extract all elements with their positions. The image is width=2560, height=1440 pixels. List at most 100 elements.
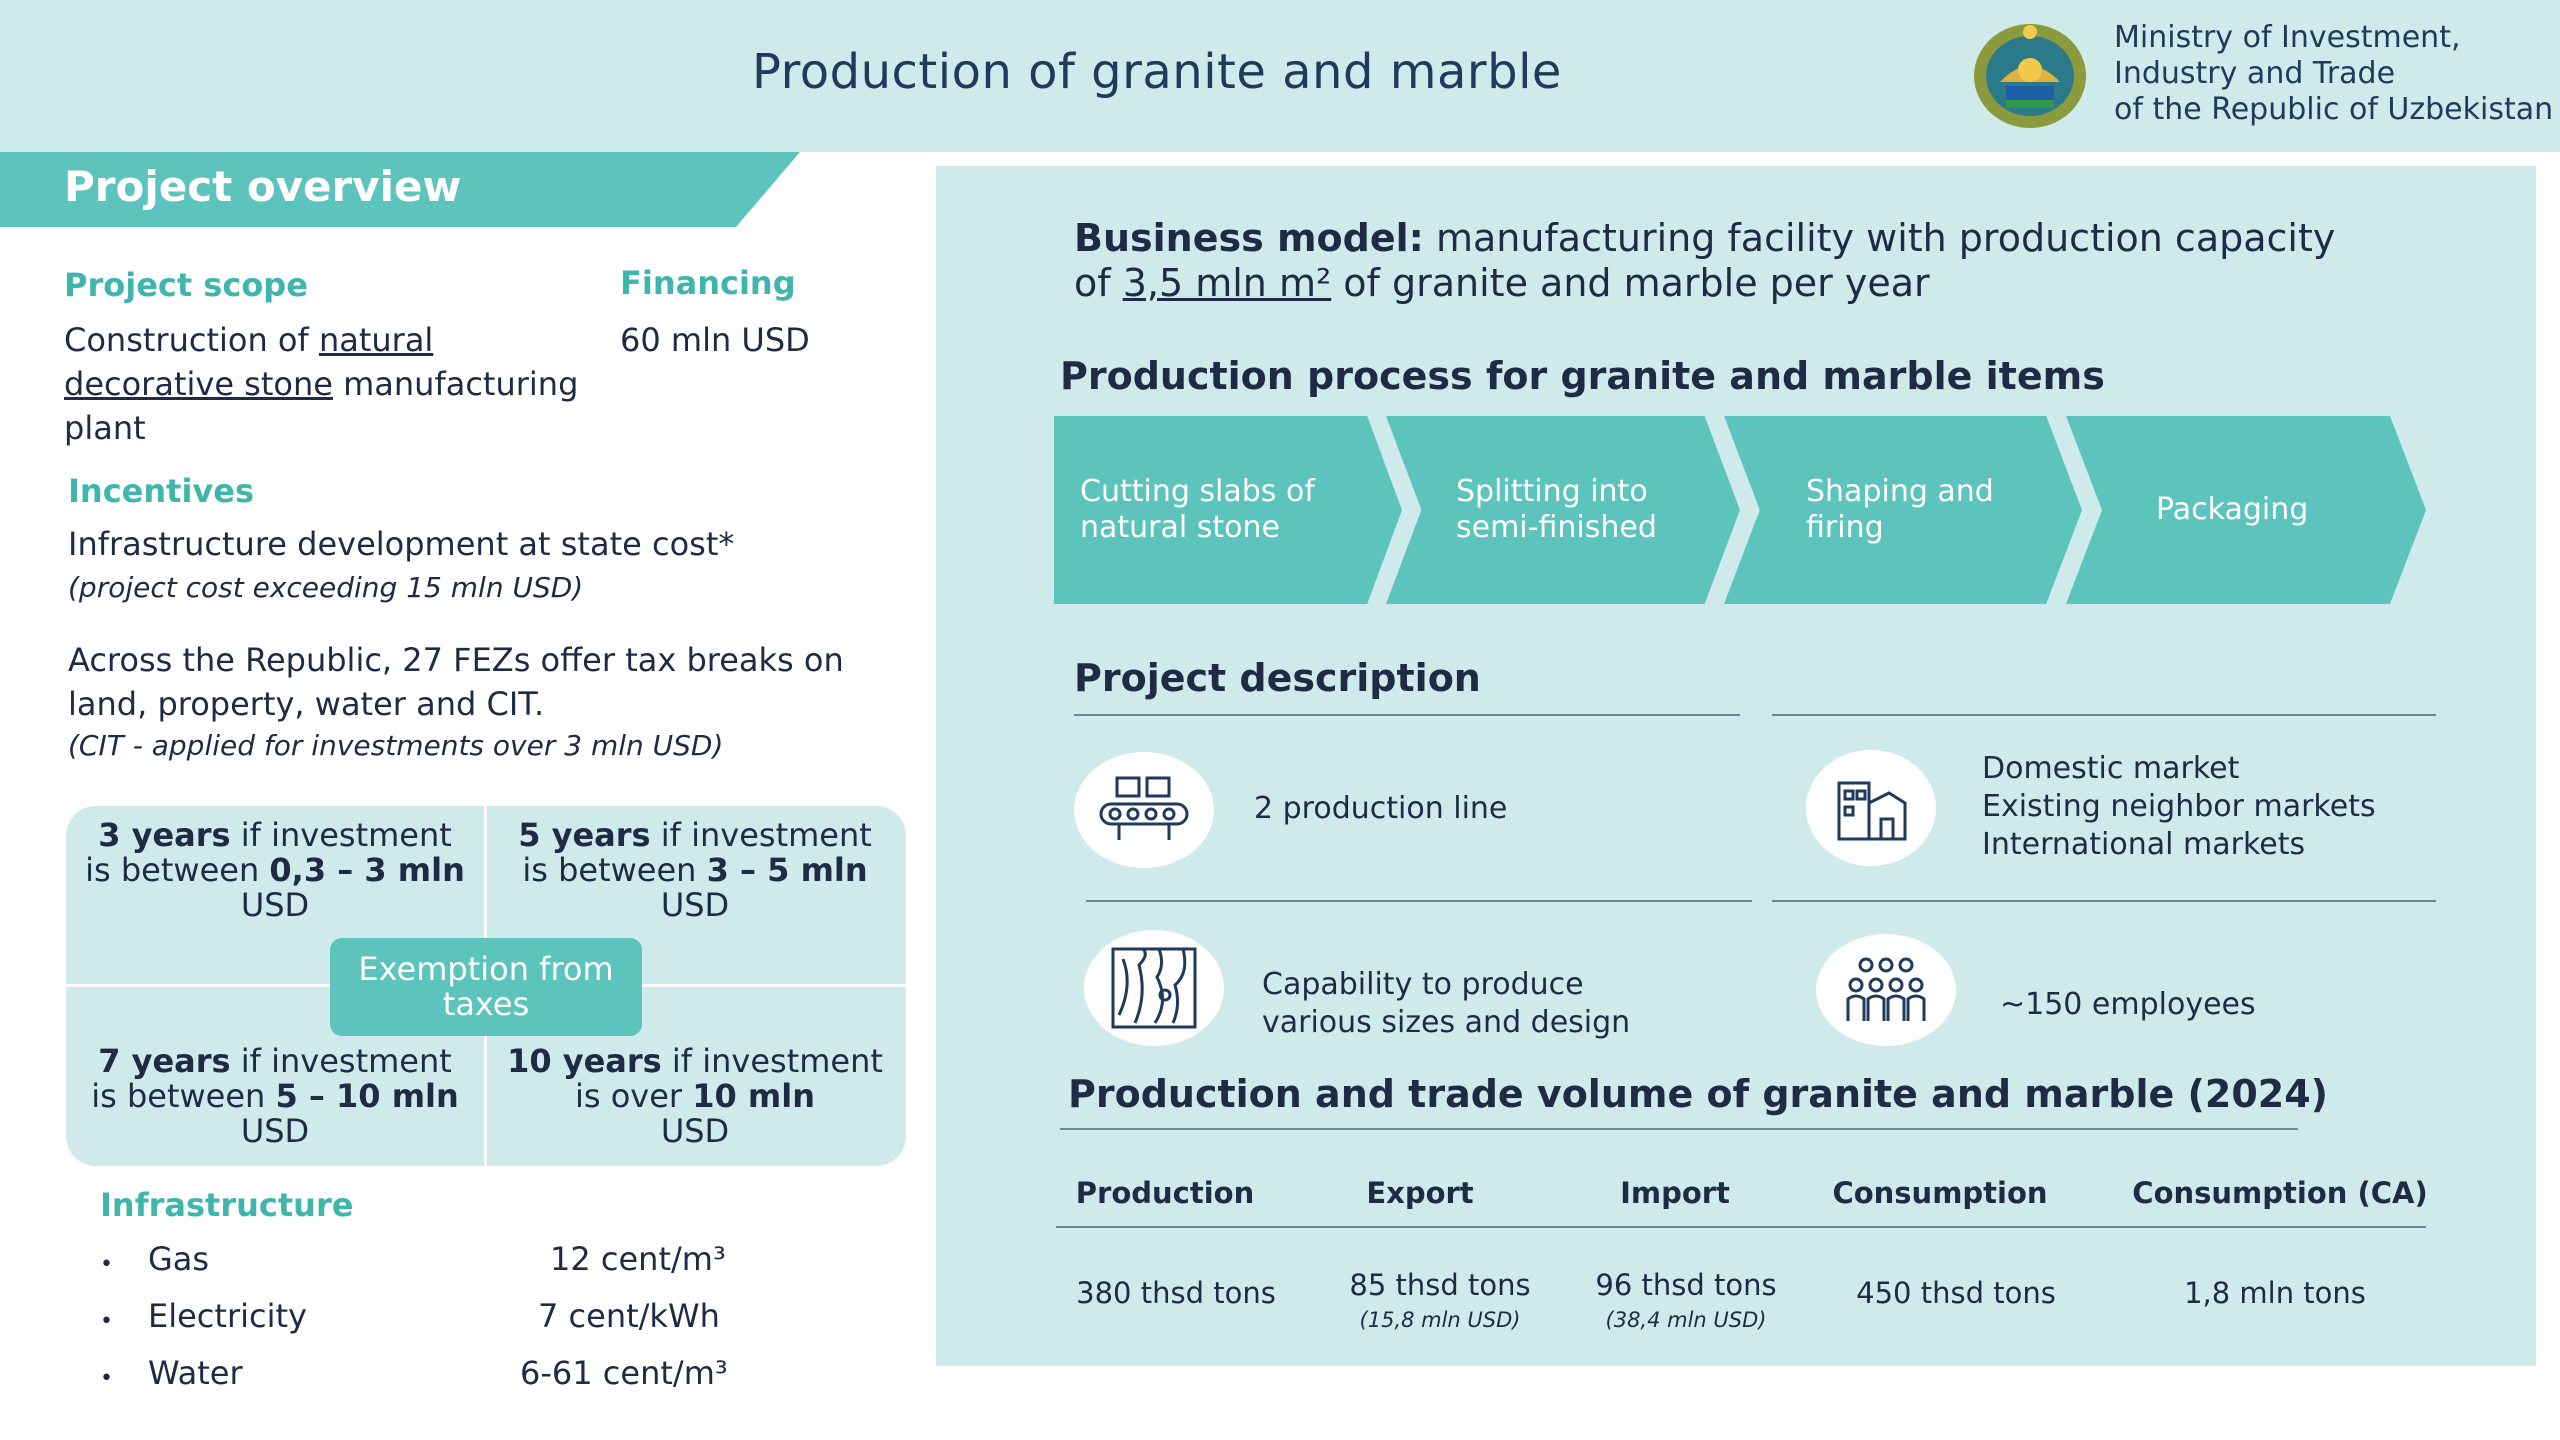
cell-years: 5 years: [518, 816, 651, 854]
bullet-icon: •: [100, 1309, 113, 1334]
step-line-1: Packaging: [2156, 492, 2309, 527]
project-scope-heading: Project scope: [64, 266, 308, 304]
divider: [1074, 714, 1740, 716]
divider: [1772, 900, 2436, 902]
project-overview-title: Project overview: [64, 162, 462, 211]
incentive-1-note: (project cost exceeding 15 mln USD): [68, 571, 584, 604]
infrastructure-heading: Infrastructure: [100, 1186, 354, 1224]
divider: [1060, 1128, 2298, 1130]
financing-heading: Financing: [620, 264, 796, 302]
employees-text: ~150 employees: [2000, 987, 2256, 1022]
exemption-cell-5-years: 5 years if investment is between 3 – 5 m…: [490, 818, 900, 923]
markets-list: Domestic market Existing neighbor market…: [1982, 750, 2376, 864]
business-model-label: Business model:: [1074, 216, 1424, 260]
incentive-2-line-2: land, property, water and CIT.: [68, 685, 545, 723]
production-lines-text: 2 production line: [1254, 791, 1508, 826]
exemption-from-taxes-label: Exemption from taxes: [330, 938, 642, 1036]
trade-volume-heading: Production and trade volume of granite a…: [1068, 1072, 2329, 1116]
ministry-line-2: Industry and Trade: [2114, 56, 2396, 91]
scope-link-1: natural: [318, 321, 434, 359]
divider: [1086, 900, 1752, 902]
project-description-heading: Project description: [1074, 656, 1481, 700]
cell-pre: is between: [522, 851, 707, 889]
infra-water-value: 6-61 cent/m³: [520, 1354, 728, 1392]
market-domestic: Domestic market: [1982, 751, 2240, 786]
cell-unit: USD: [660, 1112, 730, 1150]
capability-text: Capability to produce various sizes and …: [1262, 966, 1630, 1042]
business-model-post: of granite and marble per year: [1331, 261, 1930, 305]
col-consumption-ca-header: Consumption (CA): [2132, 1176, 2428, 1210]
cell-range: 3 – 5 mln: [706, 851, 868, 889]
market-international: International markets: [1982, 827, 2306, 862]
employees-group-icon: [1816, 934, 1956, 1046]
scope-link-2: decorative stone: [64, 365, 333, 403]
cell-mid: if investment: [230, 1042, 452, 1080]
cell-unit: USD: [240, 886, 310, 924]
import-usd: (38,4 mln USD): [1605, 1308, 1767, 1332]
cell-range: 10 mln: [692, 1077, 816, 1115]
cell-mid: if investment: [650, 816, 872, 854]
infra-electricity-label: Electricity: [148, 1297, 307, 1335]
capability-line-2: various sizes and design: [1262, 1005, 1631, 1040]
production-value: 380 thsd tons: [1076, 1276, 1276, 1310]
state-emblem-icon: [1970, 20, 2090, 132]
col-consumption-header: Consumption: [1832, 1176, 2048, 1210]
scope-last: plant: [64, 409, 146, 447]
incentive-2-line-1: Across the Republic, 27 FEZs offer tax b…: [68, 641, 844, 679]
business-model-pre: of: [1074, 261, 1123, 305]
marble-texture-icon: [1084, 930, 1224, 1046]
cell-years: 7 years: [98, 1042, 231, 1080]
step-line-2: firing: [1806, 510, 1884, 545]
business-model-text-1: manufacturing facility with production c…: [1423, 216, 2336, 260]
cell-range: 5 – 10 mln: [275, 1077, 459, 1115]
cell-pre: is over: [574, 1077, 693, 1115]
conveyor-line-icon: [1074, 752, 1214, 868]
header-bar: [0, 0, 2560, 152]
process-step-4: Packaging: [2066, 416, 2426, 604]
divider: [1772, 714, 2436, 716]
export-value: 85 thsd tons: [1349, 1268, 1531, 1302]
col-export-header: Export: [1366, 1176, 1474, 1210]
cell-years: 10 years: [507, 1042, 662, 1080]
business-model: Business model: manufacturing facility w…: [1074, 216, 2374, 306]
step-line-2: semi-finished: [1456, 510, 1657, 545]
consumption-ca-value: 1,8 mln tons: [2184, 1276, 2366, 1310]
business-model-capacity: 3,5 mln m²: [1122, 261, 1332, 305]
infra-water-label: Water: [148, 1354, 243, 1392]
capability-line-1: Capability to produce: [1262, 967, 1584, 1002]
exemption-cell-3-years: 3 years if investment is between 0,3 – 3…: [70, 818, 480, 923]
financing-value: 60 mln USD: [620, 321, 810, 359]
process-heading: Production process for granite and marbl…: [1060, 354, 2105, 398]
cell-mid: if investment: [661, 1042, 883, 1080]
project-overview-banner: [0, 152, 800, 227]
ministry-line-1: Ministry of Investment,: [2114, 20, 2461, 55]
exemption-cell-10-years: 10 years if investment is over 10 mln US…: [490, 1044, 900, 1149]
incentive-2-note: (CIT - applied for investments over 3 ml…: [68, 729, 724, 762]
cell-pre: is between: [91, 1077, 276, 1115]
ministry-line-3: of the Republic of Uzbekistan: [2114, 92, 2554, 127]
bullet-icon: •: [100, 1366, 113, 1391]
cell-range: 0,3 – 3 mln: [269, 851, 465, 889]
cell-unit: USD: [660, 886, 730, 924]
incentives-heading: Incentives: [68, 472, 255, 510]
page-title: Production of granite and marble: [752, 44, 1562, 100]
import-value: 96 thsd tons: [1595, 1268, 1777, 1302]
step-line-2: natural stone: [1080, 510, 1280, 545]
export-usd: (15,8 mln USD): [1359, 1308, 1521, 1332]
factory-building-icon: [1806, 750, 1936, 866]
incentive-1: Infrastructure development at state cost…: [68, 525, 735, 563]
project-scope-text: Construction of natural decorative stone…: [64, 318, 604, 450]
exemption-cell-7-years: 7 years if investment is between 5 – 10 …: [70, 1044, 480, 1149]
step-line-1: Shaping and: [1806, 474, 1994, 509]
cell-pre: is between: [85, 851, 270, 889]
ministry-name: Ministry of Investment, Industry and Tra…: [2114, 20, 2553, 128]
infra-gas-label: Gas: [148, 1240, 210, 1278]
step-line-1: Cutting slabs of: [1080, 474, 1315, 509]
col-import-header: Import: [1620, 1176, 1730, 1210]
bullet-icon: •: [100, 1252, 113, 1277]
cell-years: 3 years: [98, 816, 231, 854]
cell-unit: USD: [240, 1112, 310, 1150]
